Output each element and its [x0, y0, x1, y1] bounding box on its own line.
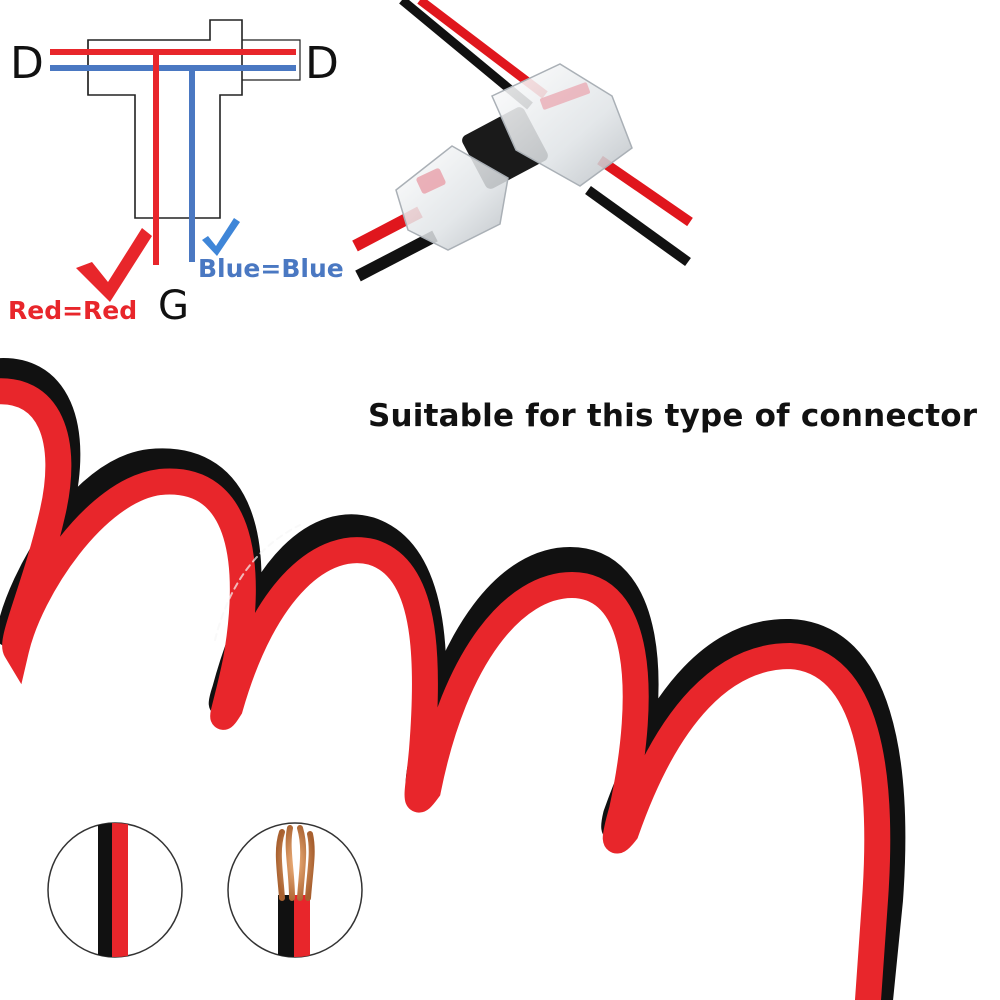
coil-red-strand — [0, 378, 891, 1000]
coiled-wire — [0, 358, 906, 1000]
t-connector-photo — [352, 0, 693, 282]
diagram-label-right: D — [305, 38, 339, 89]
diagram-label-bottom: G — [158, 283, 189, 329]
connector-clear-body-upper — [491, 63, 633, 187]
connector-clear-body-lower — [395, 145, 509, 251]
diagram-label-left: D — [10, 38, 44, 89]
wire-cross-section-insets — [47, 822, 363, 958]
red-caption: Red=Red — [8, 296, 138, 325]
blue-check-icon — [202, 218, 240, 256]
headline: Suitable for this type of connector — [368, 398, 978, 434]
blue-caption: Blue=Blue — [198, 254, 344, 283]
t-outline — [87, 19, 243, 219]
t-junction-diagram — [50, 19, 301, 302]
red-check-icon — [76, 228, 152, 302]
copper-strands-icon — [275, 825, 315, 901]
